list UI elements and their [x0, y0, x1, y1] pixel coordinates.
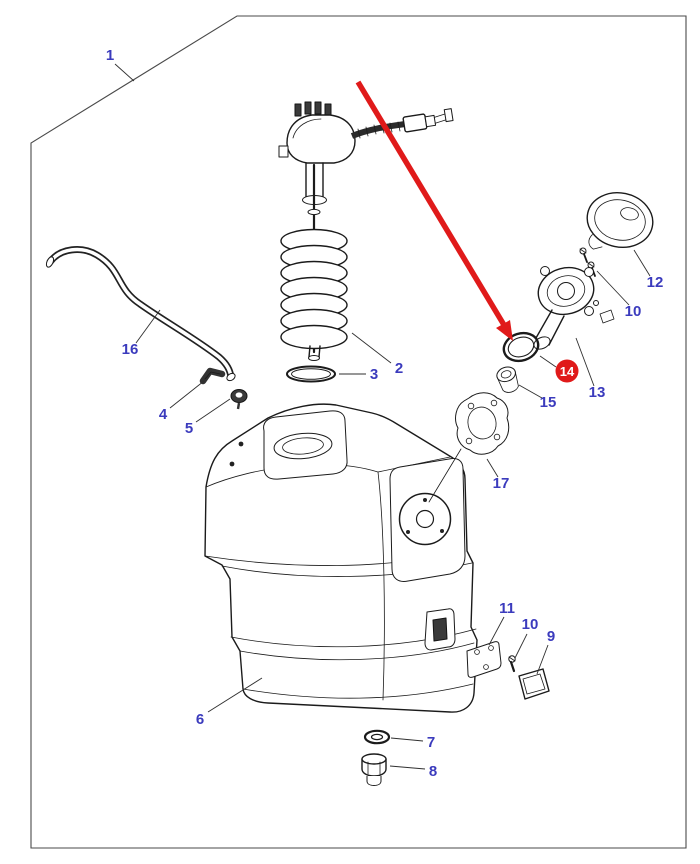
callout-6: 6: [196, 711, 204, 728]
sender-recess: [389, 458, 466, 582]
filler-neck-13: [533, 266, 615, 350]
pickup-tube: [308, 345, 321, 361]
bushing-15: [496, 366, 519, 393]
callout-12: 12: [647, 274, 664, 291]
gasket-17: [455, 392, 510, 455]
grommet-5: [230, 389, 248, 410]
seal-9: [518, 668, 550, 700]
highlight-arrow: [355, 80, 513, 341]
highlight-badge-14: 14: [555, 359, 579, 383]
o-ring-3: [286, 365, 336, 383]
callout-3: 3: [370, 366, 378, 383]
sender-pins: [294, 101, 332, 117]
callout-2: 2: [395, 360, 403, 377]
sender-head: [286, 114, 356, 164]
callout-10-bottom: 10: [522, 616, 539, 633]
callout-16: 16: [122, 341, 139, 358]
callout-4: 4: [159, 406, 168, 423]
hose-16: [45, 246, 236, 382]
callout-5: 5: [185, 420, 193, 437]
washer-7: [363, 729, 391, 745]
tank-bracket: [424, 608, 456, 651]
callout-8: 8: [429, 763, 437, 780]
leader-lines: [114, 63, 651, 770]
callout-9: 9: [547, 628, 555, 645]
sender-wire: [350, 121, 406, 139]
fuel-sender-assembly: [278, 101, 454, 361]
highlight-circle: [555, 359, 579, 383]
fuel-tank: [204, 403, 478, 713]
mounting-plate-11: [466, 641, 502, 678]
nut-8: [361, 753, 387, 786]
assembly-line: [428, 448, 462, 503]
callout-labels: 1 2 3 4 5 6 7 8 9 10 10 11 12 13 15 16 1…: [106, 47, 664, 780]
drawing-frame: [30, 15, 687, 849]
arrow-head: [496, 320, 513, 341]
suction-coil: [280, 228, 348, 350]
fuel-cap-12: [586, 192, 654, 250]
callout-14: 14: [560, 364, 575, 379]
callout-10-top: 10: [625, 303, 642, 320]
callout-1: 1: [106, 47, 114, 64]
arrow-shaft: [355, 80, 507, 327]
wire-connector: [402, 108, 454, 133]
callout-15: 15: [540, 394, 557, 411]
callout-13: 13: [589, 384, 606, 401]
callout-17: 17: [493, 475, 510, 492]
o-ring-14: [502, 331, 540, 363]
callout-11: 11: [499, 600, 515, 617]
screw-10-bottom: [508, 655, 516, 673]
callout-7: 7: [427, 734, 435, 751]
filler-opening: [229, 410, 348, 480]
elbow-fitting-4: [199, 367, 226, 385]
